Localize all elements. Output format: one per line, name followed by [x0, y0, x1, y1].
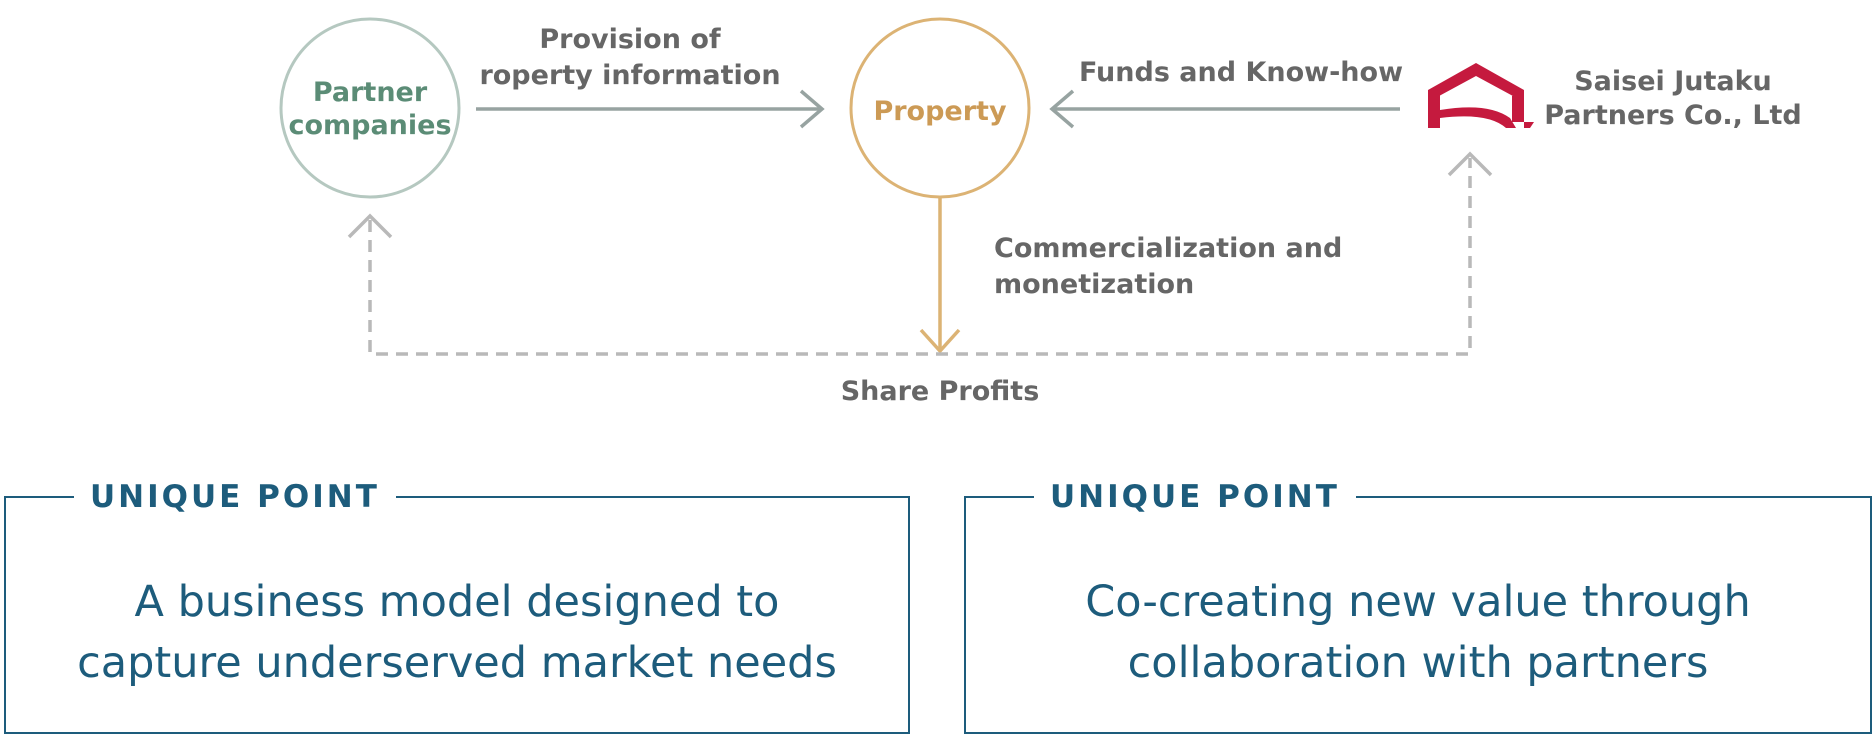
unique-point-heading: UNIQUE POINT [1034, 476, 1356, 518]
partner-label-line2: companies [288, 110, 451, 141]
share-profits-arrow [347, 151, 1493, 356]
unique-point-text: A business model designed to capture und… [6, 572, 908, 694]
unique-point-text: Co-creating new value through collaborat… [966, 572, 1870, 694]
partner-label-line1: Partner [313, 77, 428, 108]
unique-point-text-line1: A business model designed to [134, 577, 780, 627]
provision-arrow [476, 89, 825, 129]
saisei-logo [1428, 63, 1534, 128]
unique-point-panel-2: UNIQUE POINT Co-creating new value throu… [964, 476, 1872, 734]
unique-point-panel-1: UNIQUE POINT A business model designed t… [4, 476, 910, 734]
commercialization-label-line1: Commercialization and [994, 233, 1342, 264]
unique-point-text-line1: Co-creating new value through [1085, 577, 1751, 627]
saisei-label-line2: Partners Co., Ltd [1544, 100, 1802, 131]
partner-companies-node: Partner companies [279, 17, 461, 199]
unique-point-text-line2: capture underserved market needs [77, 638, 837, 688]
provision-label-line1: Provision of [539, 24, 721, 55]
commercialization-label-line2: monetization [994, 269, 1194, 300]
property-label: Property [873, 96, 1007, 127]
saisei-label-line1: Saisei Jutaku [1574, 66, 1772, 97]
funds-arrow [1049, 89, 1400, 129]
share-profits-label: Share Profits [841, 376, 1040, 407]
unique-point-heading: UNIQUE POINT [74, 476, 396, 518]
property-node: Property [849, 17, 1031, 199]
unique-point-text-line2: collaboration with partners [1127, 638, 1709, 688]
funds-label: Funds and Know-how [1079, 57, 1403, 88]
business-model-diagram: Partner companies Property Provision of … [279, 17, 1802, 407]
provision-label-line2: roperty information [479, 60, 780, 91]
commercialization-arrow [919, 197, 961, 354]
